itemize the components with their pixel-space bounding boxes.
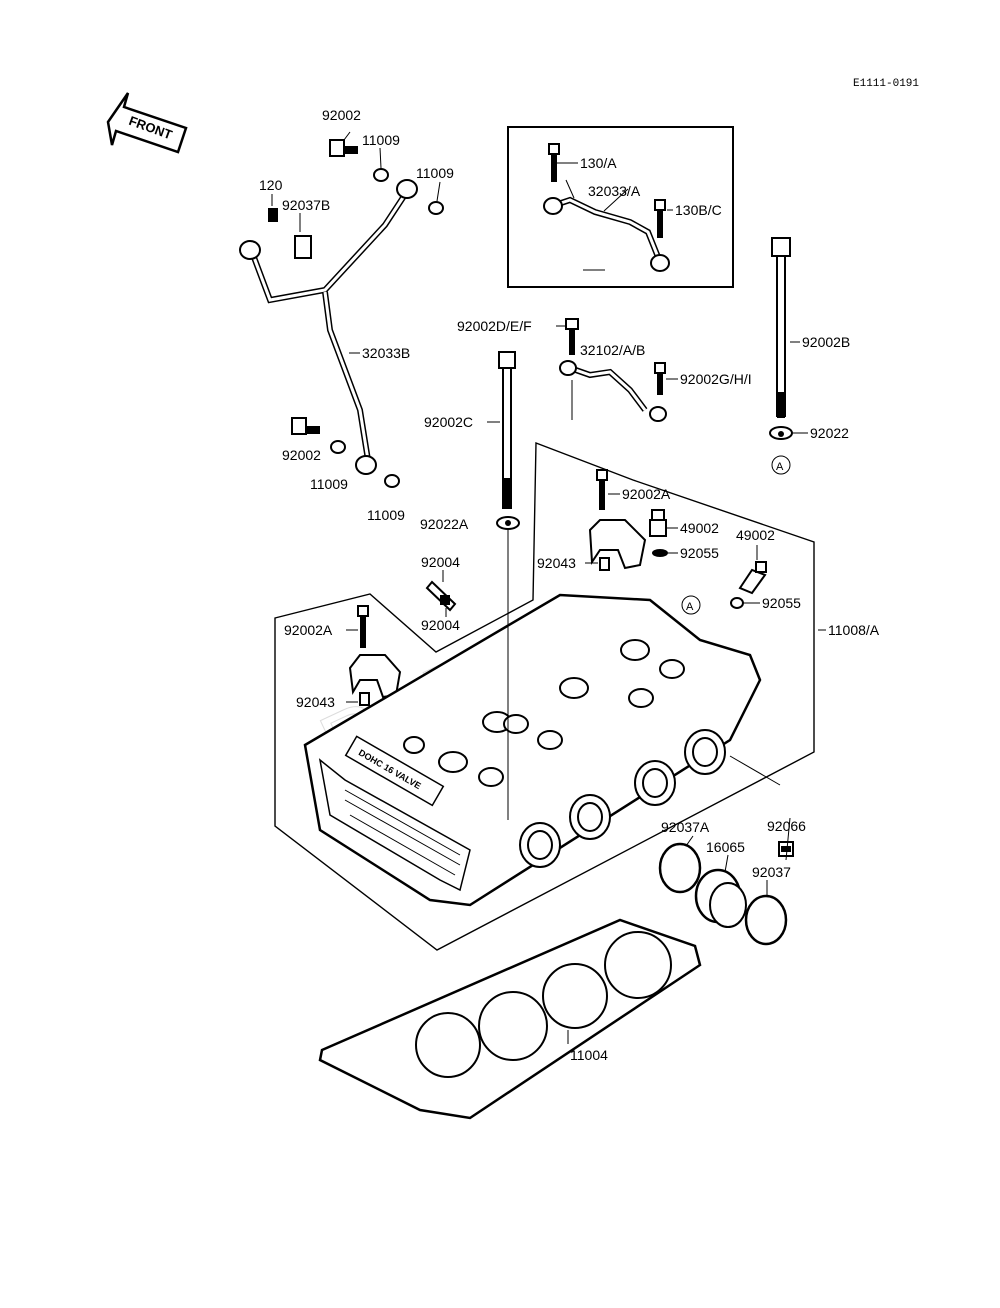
ref-a-top: A xyxy=(771,455,791,475)
callout-92022a: 92022A xyxy=(420,516,469,532)
stud-92002b xyxy=(769,237,793,440)
washer-92055-a xyxy=(652,549,668,557)
callout-92055-a: 92055 xyxy=(680,545,719,561)
callout-92043-right: 92043 xyxy=(537,555,576,571)
bolt-92002a-right xyxy=(596,469,608,510)
dowel-92043-right xyxy=(599,557,610,571)
leader-lines xyxy=(271,131,826,1044)
callout-92037a: 92037A xyxy=(661,819,710,835)
callout-92002b: 92002B xyxy=(802,334,850,350)
washer-92055-b xyxy=(730,597,744,609)
callout-11008a: 11008/A xyxy=(828,622,880,638)
pipe-32102 xyxy=(559,360,667,422)
callout-92066: 92066 xyxy=(767,818,806,834)
bolt-92002a-left xyxy=(357,605,369,648)
washer-11009-a xyxy=(373,168,389,182)
cylinder-head-11008a: DOHC 16 VALVE xyxy=(303,593,762,907)
clamp-92037 xyxy=(744,894,788,946)
bolt-120 xyxy=(268,208,278,222)
callout-92004-b: 92004 xyxy=(421,617,460,633)
sensor-49002-b xyxy=(738,561,767,595)
bolt-92002ghi xyxy=(654,362,666,395)
bolt-92002-top xyxy=(329,139,358,157)
bolt-92002-mid xyxy=(291,417,320,435)
callout-92002a-right: 92002A xyxy=(622,486,671,502)
svg-text:A: A xyxy=(776,461,784,473)
oil-pipe-32033b xyxy=(239,179,418,475)
callout-92002-top: 92002 xyxy=(322,107,361,123)
callout-130a: 130/A xyxy=(580,155,617,171)
front-arrow-icon: FRONT xyxy=(106,92,188,154)
bolt-130bc xyxy=(654,199,666,238)
washer-11009-b xyxy=(428,201,444,215)
callout-92043-left: 92043 xyxy=(296,694,335,710)
callout-11004: 11004 xyxy=(570,1047,608,1063)
diagram-code: E1111-0191 xyxy=(853,78,919,90)
callout-92002c: 92002C xyxy=(424,414,473,430)
cam-cap-right xyxy=(588,519,647,570)
holder-16065 xyxy=(694,868,747,928)
callout-92004-a: 92004 xyxy=(421,554,460,570)
plug-92066 xyxy=(778,841,794,857)
sensor-49002-a xyxy=(649,509,667,537)
callout-92037: 92037 xyxy=(752,864,791,880)
callout-92002def: 92002D/E/F xyxy=(457,318,532,334)
callout-49002-a: 49002 xyxy=(680,520,719,536)
callout-49002-b: 49002 xyxy=(736,527,775,543)
dowel-92043-left xyxy=(359,692,370,706)
callout-92037b: 92037B xyxy=(282,197,330,213)
callout-92022: 92022 xyxy=(810,425,849,441)
callout-16065: 16065 xyxy=(706,839,745,855)
callout-92055-b: 92055 xyxy=(762,595,801,611)
callout-130bc: 130B/C xyxy=(675,202,722,218)
washer-11009-d xyxy=(384,474,400,488)
callout-92002a-left: 92002A xyxy=(284,622,333,638)
svg-text:A: A xyxy=(686,601,694,613)
callout-11009-c: 11009 xyxy=(310,476,348,492)
washer-11009-c xyxy=(330,440,346,454)
callout-11009-d: 11009 xyxy=(367,507,405,523)
bolt-92002def xyxy=(565,318,579,355)
bolt-130a xyxy=(548,143,560,182)
ref-a-head: A xyxy=(681,595,701,615)
callout-11009-a: 11009 xyxy=(362,132,400,148)
clamp-92037a xyxy=(658,842,702,894)
callout-11009-b: 11009 xyxy=(416,165,454,181)
callout-120: 120 xyxy=(259,177,283,193)
gasket-11004 xyxy=(318,918,702,1120)
pipe-32033a xyxy=(543,196,670,272)
callout-92002ghi: 92002G/H/I xyxy=(680,371,752,387)
inset-box-32033a xyxy=(507,126,734,288)
callout-32102ab: 32102/A/B xyxy=(580,342,645,358)
cylinder-head-group-outline xyxy=(274,441,815,951)
stud-92002c xyxy=(496,351,520,530)
bolt-92004 xyxy=(425,580,457,612)
callout-32033b: 32033B xyxy=(362,345,410,361)
callout-92002-mid: 92002 xyxy=(282,447,321,463)
callout-32033a: 32033/A xyxy=(588,183,641,199)
